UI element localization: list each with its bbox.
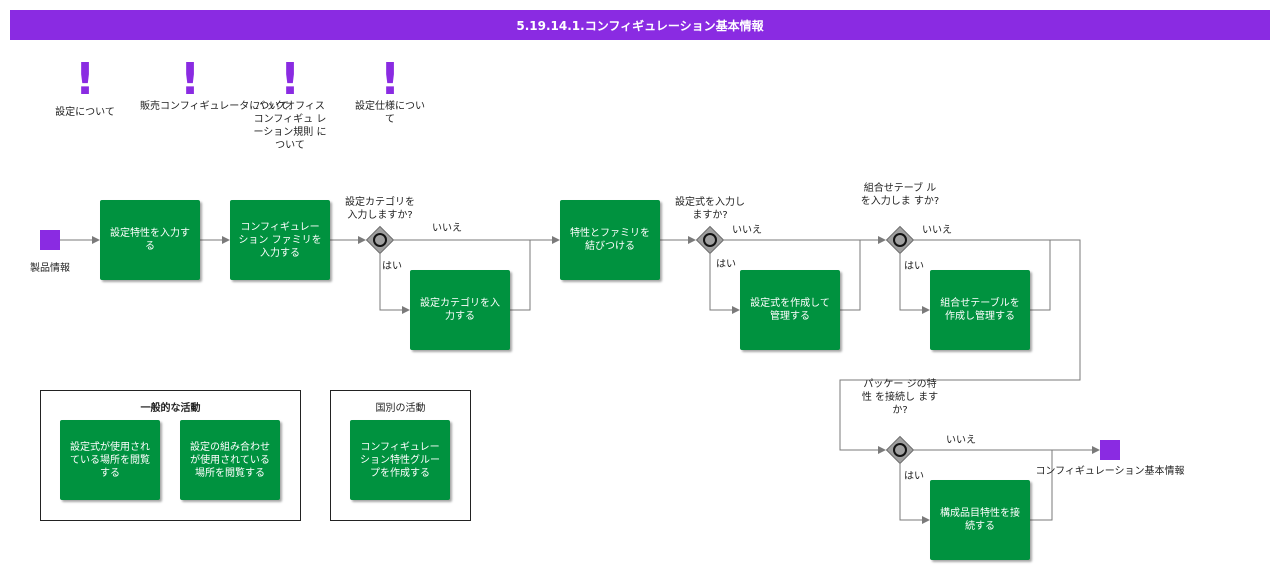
gateway-no-label: いいえ (432, 223, 462, 234)
task-enter-attributes[interactable]: 設定特性を入力す る (100, 200, 200, 280)
gateway-question: 設定カテゴリを 入力しますか? (345, 197, 415, 221)
group-common-activities: 一般的な活動 (40, 390, 301, 521)
connector (709, 254, 740, 314)
task-enter-family[interactable]: コンフィギュレー ション ファミリを 入力する (230, 200, 330, 280)
note-label: 設定仕様につい て (355, 101, 425, 125)
group-title: 一般的な活動 (140, 403, 201, 414)
gateway-table[interactable] (885, 225, 915, 255)
connector (510, 240, 531, 311)
group-title: 国別の活動 (375, 403, 426, 414)
task-link-family[interactable]: 特性とファミリを 結びつける (560, 200, 660, 280)
note-about-backoffice-rules[interactable]: ! バックオフィス コンフィギュ レーション規則 について (240, 58, 340, 152)
gateway-yes-label: はい (904, 471, 924, 482)
gateway-yes-label: はい (382, 261, 402, 272)
gateway-ring-icon (893, 443, 907, 457)
gateway-yes-label: はい (716, 259, 736, 270)
gateway-no-label: いいえ (732, 225, 762, 236)
task-enter-category[interactable]: 設定カテゴリを入 力する (410, 270, 510, 350)
task-create-formula[interactable]: 設定式を作成して 管理する (740, 270, 840, 350)
note-about-sales-configurator[interactable]: ! 販売コンフィギュレータについて (140, 54, 289, 113)
gateway-ring-icon (893, 233, 907, 247)
gateway-ring-icon (703, 233, 717, 247)
task-view-combination-usage[interactable]: 設定の組み合わせ が使用されている 場所を閲覧する (180, 420, 280, 500)
connector (379, 254, 410, 314)
task-label: 設定式が使用され ている場所を閲覧 する (70, 441, 150, 479)
gateway-category[interactable] (365, 225, 395, 255)
group-country-activities: 国別の活動 (330, 390, 471, 521)
task-label: 特性とファミリを 結びつける (570, 228, 650, 252)
note-label: バックオフィス コンフィギュ レーション規則 について (253, 101, 327, 151)
gateway-no-label: いいえ (946, 435, 976, 446)
exclamation-icon: ! (179, 54, 201, 105)
task-label: コンフィギュレー ション特性グルー プを作成する (360, 441, 440, 479)
task-view-formula-usage[interactable]: 設定式が使用され ている場所を閲覧 する (60, 420, 160, 500)
connector (840, 240, 861, 311)
gateway-package[interactable] (885, 435, 915, 465)
task-label: 構成品目特性を接 続する (940, 508, 1020, 532)
task-create-table[interactable]: 組合せテーブルを 作成し管理する (930, 270, 1030, 350)
exclamation-icon: ! (74, 54, 96, 105)
page-title: 5.19.14.1.コンフィギュレーション基本情報 (10, 10, 1270, 40)
connector (899, 464, 930, 524)
task-create-attribute-group[interactable]: コンフィギュレー ション特性グルー プを作成する (350, 420, 450, 500)
task-label: 設定特性を入力す る (110, 228, 190, 252)
connector (839, 239, 1081, 454)
task-link-bom[interactable]: 構成品目特性を接 続する (930, 480, 1030, 560)
start-event[interactable] (40, 230, 60, 250)
connector (1030, 240, 1051, 311)
task-label: 設定の組み合わせ が使用されている 場所を閲覧する (190, 441, 270, 479)
note-label: 販売コンフィギュレータについて (140, 101, 289, 112)
note-about-configuration[interactable]: ! 設定について (35, 58, 135, 119)
task-label: 設定式を作成して 管理する (750, 298, 830, 322)
note-about-configuration-spec[interactable]: ! 設定仕様につい て (340, 58, 440, 126)
task-label: コンフィギュレー ション ファミリを 入力する (238, 221, 322, 259)
gateway-formula[interactable] (695, 225, 725, 255)
gateway-question: パッケー ジの特性 を接続し ますか? (861, 379, 939, 416)
task-label: 設定カテゴリを入 力する (420, 298, 500, 322)
end-event-label: コンフィギュレーション基本情報 (1035, 466, 1185, 477)
gateway-yes-label: はい (904, 261, 924, 272)
connector (1030, 450, 1053, 521)
connector (899, 254, 930, 314)
gateway-question: 設定式を入力し ますか? (675, 197, 745, 221)
gateway-question: 組合せテーブ ルを入力しま すか? (860, 183, 940, 207)
gateway-ring-icon (373, 233, 387, 247)
note-label: 設定について (55, 107, 115, 118)
task-label: 組合せテーブルを 作成し管理する (940, 298, 1020, 322)
exclamation-icon: ! (379, 54, 401, 105)
gateway-no-label: いいえ (922, 225, 952, 236)
end-event[interactable] (1100, 440, 1120, 460)
start-event-label: 製品情報 (30, 263, 70, 274)
exclamation-icon: ! (279, 54, 301, 105)
